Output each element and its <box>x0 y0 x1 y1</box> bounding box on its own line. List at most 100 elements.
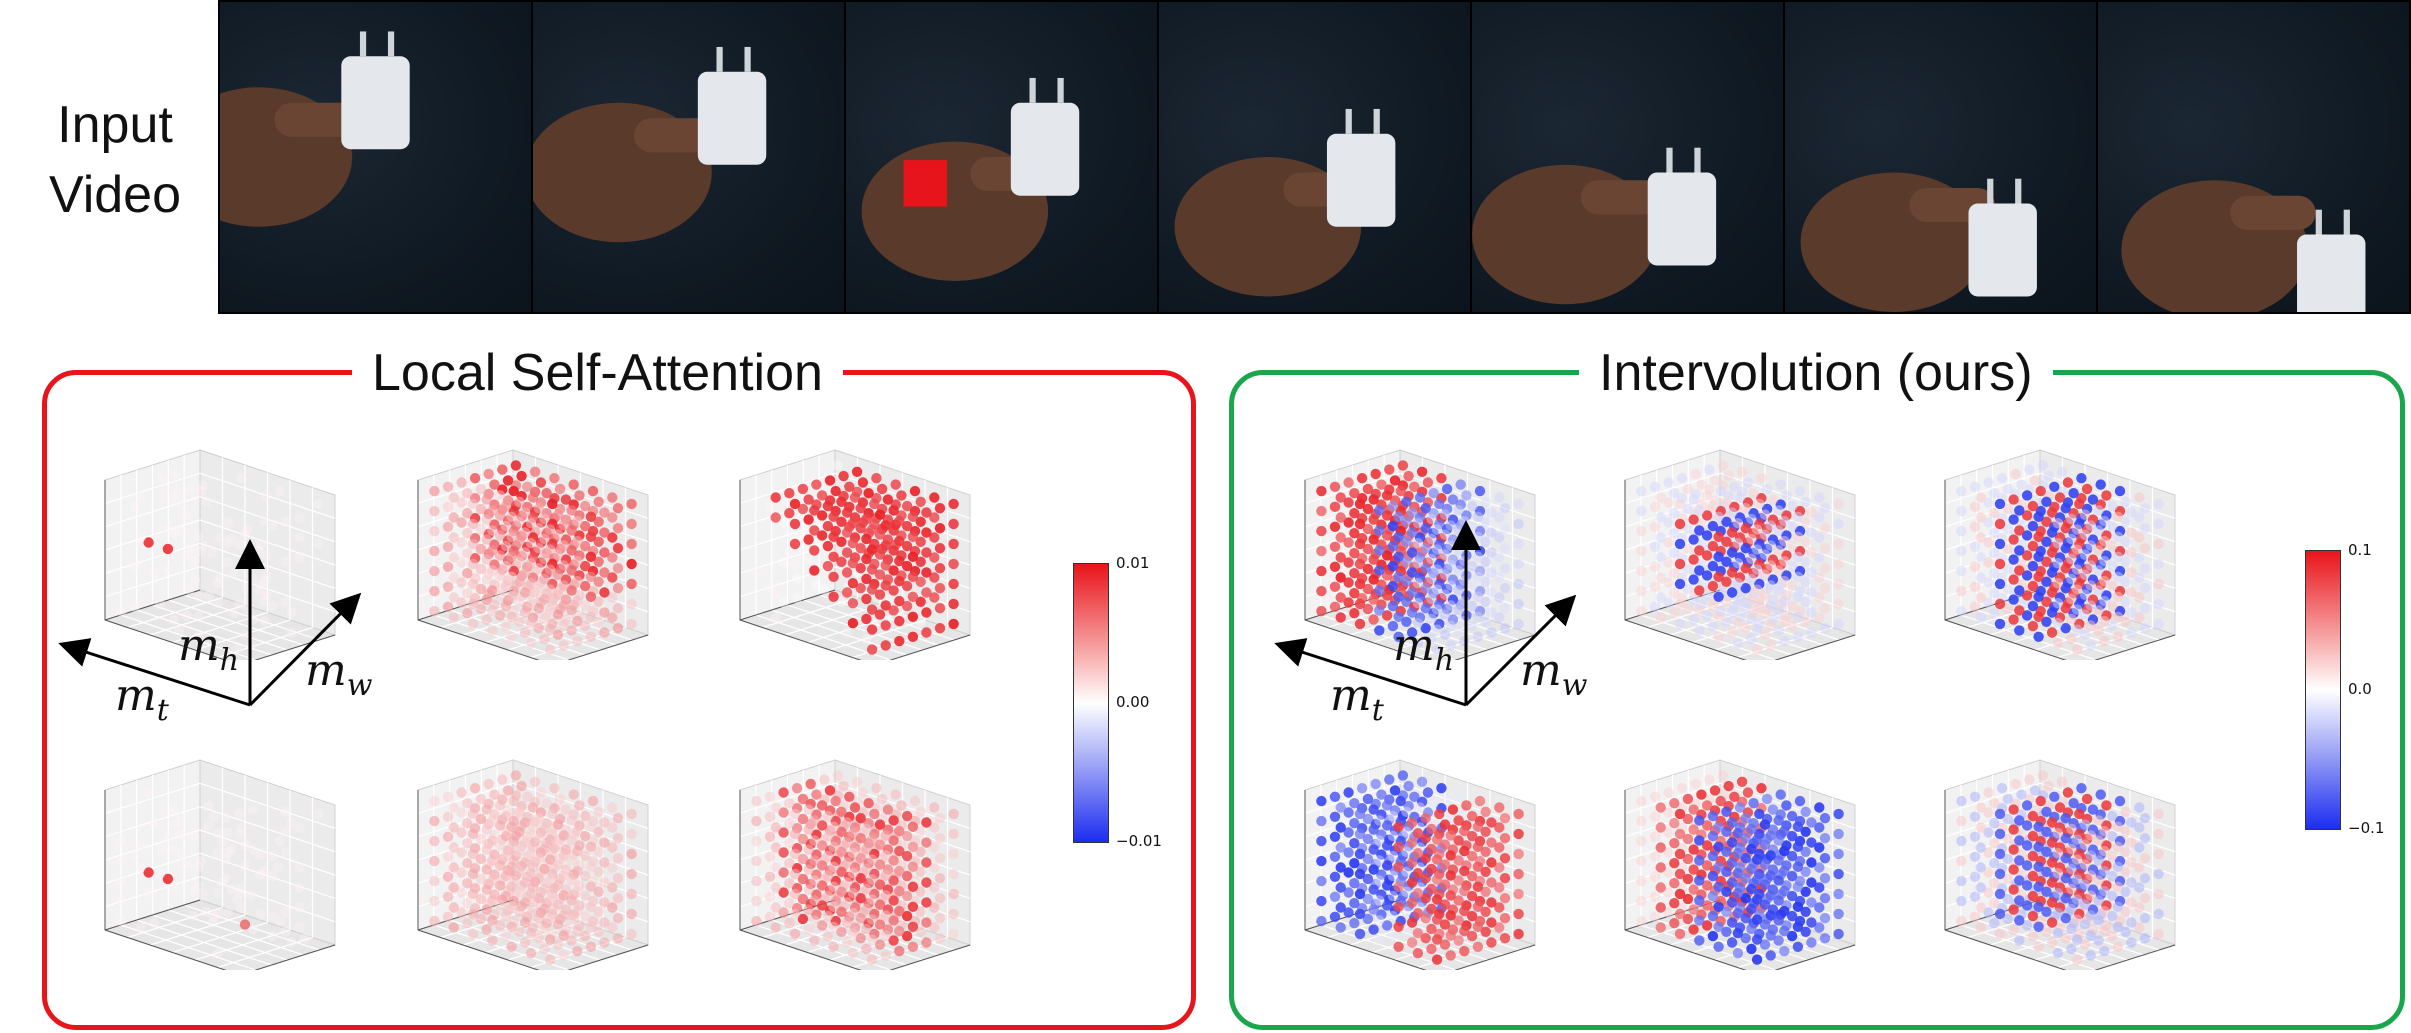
scatter-point <box>847 538 859 549</box>
grid-line <box>1703 594 1840 641</box>
scatter-point <box>1649 601 1661 612</box>
scatter-point <box>861 823 872 835</box>
scatter-point <box>1690 488 1701 500</box>
scatter-point <box>456 577 467 588</box>
scatter-point <box>579 560 591 572</box>
scatter-point <box>539 633 550 645</box>
scatter-point <box>599 877 610 888</box>
scatter-point <box>587 815 599 827</box>
grid-line <box>199 472 336 519</box>
scatter-point <box>1445 830 1456 841</box>
scatter-point <box>803 844 814 855</box>
scatter-point <box>1335 822 1346 833</box>
scatter-point <box>2153 598 2164 610</box>
scatter-point <box>811 909 822 920</box>
scatter-point <box>1499 623 1511 634</box>
scatter-point <box>1975 862 1986 873</box>
scatter-point <box>1414 532 1426 543</box>
scatter-point <box>1466 850 1478 862</box>
cube-edge <box>739 589 836 621</box>
scatter-point <box>797 793 809 805</box>
scatter-point <box>778 847 789 858</box>
scatter-point <box>593 906 604 917</box>
scatter-point <box>828 531 839 542</box>
scatter-point <box>2035 485 2046 497</box>
scatter-point <box>1513 618 1524 630</box>
scatter-point <box>1494 512 1505 523</box>
scatter-point <box>2112 571 2124 582</box>
scatter-point <box>1636 605 1647 617</box>
scatter-point <box>1726 817 1738 828</box>
scatter-point <box>1736 466 1748 477</box>
scatter-point <box>1740 503 1751 514</box>
scatter-point <box>1441 543 1453 555</box>
scatter-point <box>1732 928 1744 939</box>
scatter-point <box>2002 483 2014 495</box>
scatter-point <box>1800 596 1811 607</box>
scatter-point <box>1969 851 1981 862</box>
scatter-point <box>2126 527 2137 538</box>
scatter-point <box>1694 565 1705 576</box>
scatter-point <box>1453 815 1464 826</box>
scatter-point <box>797 543 809 555</box>
scatter-point <box>529 776 541 787</box>
scatter-point <box>1806 527 1817 538</box>
scatter-point <box>525 578 537 589</box>
scatter-point <box>1436 783 1447 794</box>
scatter-point <box>1499 603 1511 614</box>
scatter-point <box>585 511 597 522</box>
scatter-point <box>514 906 525 917</box>
scatter-point <box>462 878 473 889</box>
scatter-point <box>1779 905 1790 917</box>
scatter-point <box>203 800 214 812</box>
scatter-point <box>599 857 610 868</box>
scatter-point <box>525 558 537 569</box>
scatter-point <box>1466 890 1478 902</box>
scatter-point <box>1472 631 1484 642</box>
scatter-point <box>1354 578 1366 590</box>
scatter-point <box>231 644 243 655</box>
scatter-point <box>552 939 564 950</box>
scatter-point <box>558 870 569 881</box>
scatter-point <box>1773 625 1784 636</box>
colorbar-right-min: −0.1 <box>2348 819 2385 837</box>
scatter-point <box>2060 813 2071 824</box>
scatter-point <box>2071 914 2083 925</box>
scatter-point <box>2071 894 2083 905</box>
scatter-point <box>2052 928 2064 939</box>
scatter-point <box>593 556 604 567</box>
scatter-point <box>832 770 844 781</box>
scatter-point <box>2014 525 2025 536</box>
scatter-point <box>558 640 569 651</box>
scatter-point <box>2114 485 2126 497</box>
scatter-point <box>2139 893 2151 904</box>
scatter-point <box>1494 552 1505 563</box>
scatter-point <box>1445 640 1456 651</box>
scatter-point <box>135 532 146 543</box>
scatter-point <box>487 935 498 946</box>
scatter-point <box>2021 880 2033 891</box>
scatter-point <box>587 485 599 497</box>
scatter-point <box>2014 855 2025 866</box>
scatter-point <box>1765 910 1776 921</box>
intervolution-panel: Intervolution (ours) <box>1229 333 2405 1030</box>
scatter-point <box>259 865 270 877</box>
scatter-point <box>514 616 525 627</box>
scatter-point <box>1713 841 1724 852</box>
scatter-point <box>1775 539 1786 550</box>
scatter-point <box>948 598 959 610</box>
colorbar-left-mid: 0.00 <box>1116 693 1150 711</box>
scatter-point <box>836 906 847 917</box>
scatter-point <box>558 540 569 551</box>
scatter-point <box>1453 855 1464 866</box>
scatter-point <box>778 867 789 878</box>
scatter-point <box>1472 571 1484 582</box>
scatter-point <box>1690 778 1701 790</box>
scatter-point <box>525 948 537 959</box>
scatter-point <box>809 915 820 926</box>
scatter-point <box>448 612 459 623</box>
scatter-point <box>1751 834 1763 845</box>
scatter-point <box>544 894 556 905</box>
scatter-point <box>1707 620 1719 632</box>
scatter-point <box>1729 501 1740 512</box>
